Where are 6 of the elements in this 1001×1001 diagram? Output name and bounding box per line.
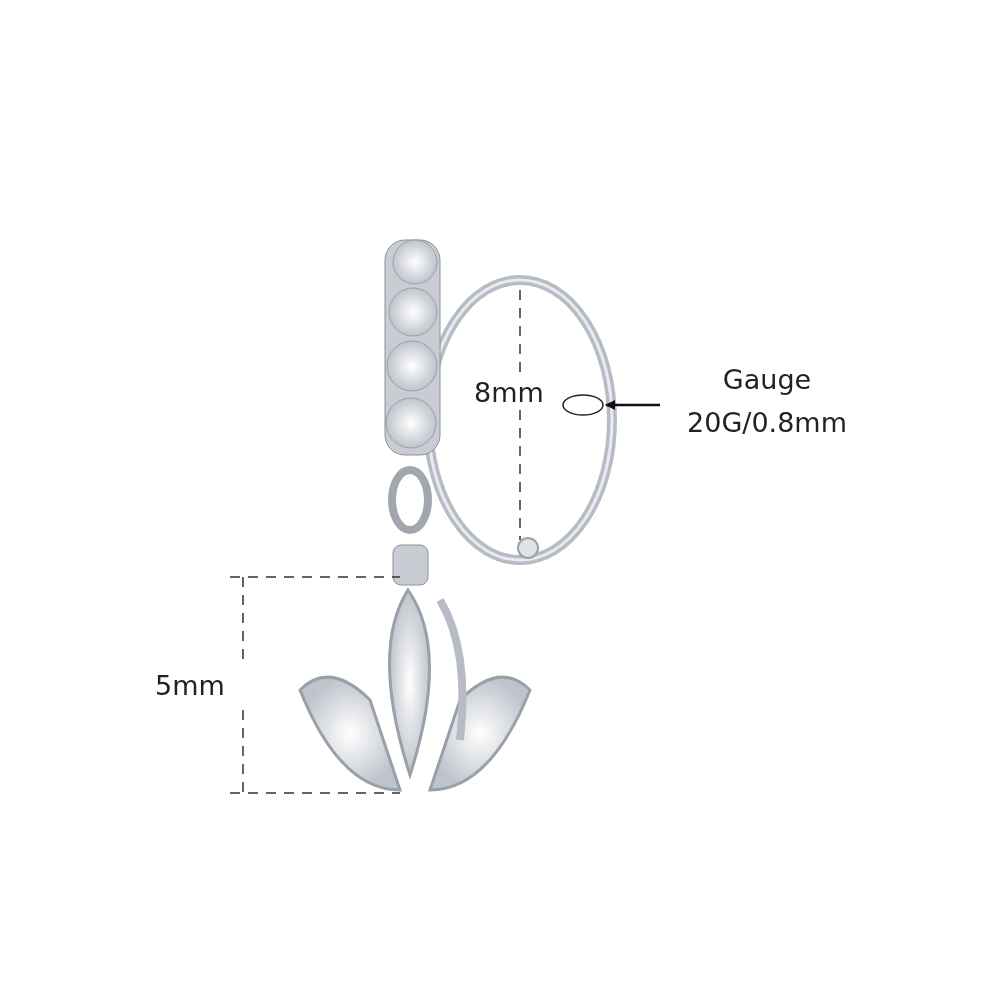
dimension-label: 5mm [155,670,225,701]
gauge-value: 20G/0.8mm [687,407,847,438]
gauge-label: Gauge [722,364,812,395]
dimension-label: 8mm [474,377,544,408]
cross-section-marker [562,394,604,416]
arrow [605,400,660,410]
